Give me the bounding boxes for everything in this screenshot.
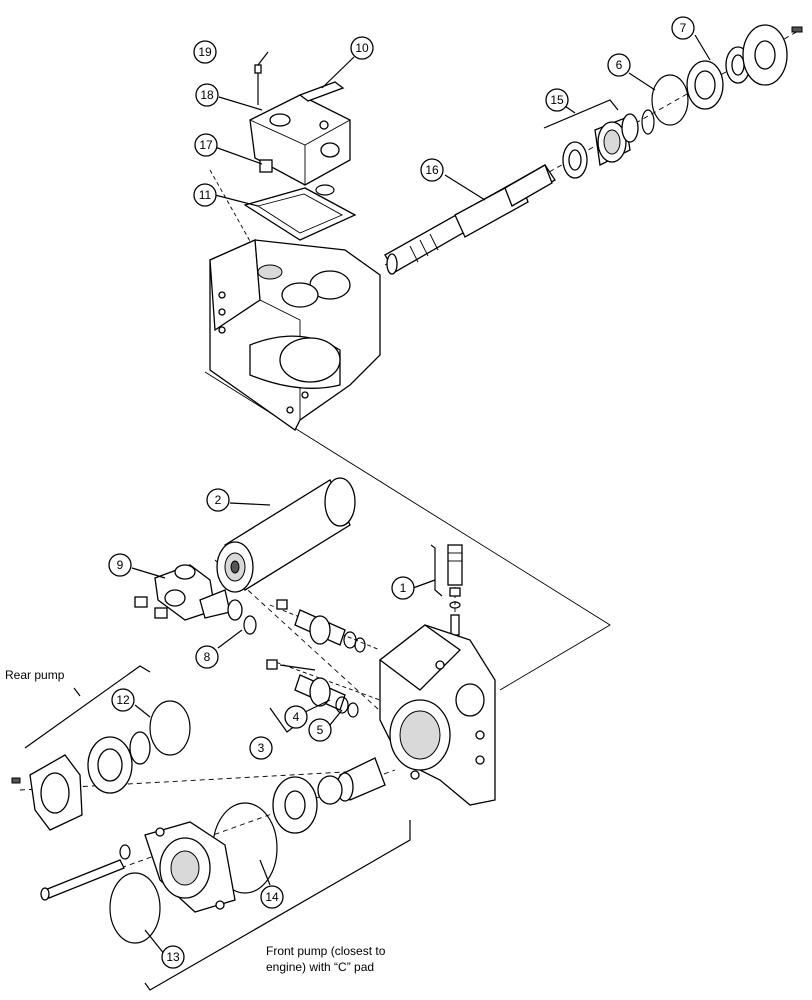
svg-text:15: 15: [550, 93, 564, 107]
front-pump-label-line1: Front pump (closest to: [266, 944, 386, 958]
svg-text:5: 5: [317, 723, 324, 737]
svg-text:16: 16: [425, 163, 439, 177]
callout-17: 17: [194, 133, 218, 157]
svg-text:4: 4: [293, 710, 300, 724]
o-ring-6: [651, 74, 689, 126]
callout-16: 16: [420, 158, 444, 182]
bearing-set-15: [562, 109, 655, 179]
spool-valve-1: [447, 544, 463, 636]
svg-text:11: 11: [199, 188, 212, 202]
callout-7: 7: [671, 16, 695, 40]
callout-14: 14: [260, 885, 284, 909]
callout-5: 5: [308, 718, 332, 742]
o-ring-13: [109, 872, 161, 944]
svg-text:17: 17: [199, 138, 213, 152]
front-pump-label-line2: engine) with “C” pad: [266, 960, 374, 974]
svg-text:7: 7: [680, 21, 687, 35]
callout-10: 10: [350, 36, 374, 60]
callout-13: 13: [161, 945, 185, 969]
shaft-seal-7: [686, 24, 803, 110]
svg-text:8: 8: [204, 650, 211, 664]
rear-pump-parts: [11, 700, 191, 831]
callout-1: 1: [391, 576, 415, 600]
leader-lines: [131, 34, 711, 956]
seal-17: [259, 159, 273, 173]
svg-text:18: 18: [200, 88, 214, 102]
relief-valve-upper: [276, 599, 366, 653]
callout-8: 8: [195, 645, 219, 669]
callout-6: 6: [607, 53, 631, 77]
rear-pump-label: Rear pump: [5, 668, 65, 682]
svg-text:2: 2: [215, 493, 222, 507]
gasket-11: [243, 187, 357, 241]
svg-text:1: 1: [400, 581, 407, 595]
top-cover-18: [249, 94, 351, 186]
svg-text:13: 13: [166, 950, 180, 964]
svg-text:14: 14: [265, 890, 279, 904]
callout-3: 3: [249, 736, 273, 760]
coupling: [317, 757, 386, 805]
callout-19: 19: [193, 40, 217, 64]
front-pump-adapter: [40, 776, 318, 944]
o-ring-12: [149, 700, 191, 756]
svg-text:3: 3: [258, 741, 265, 755]
callout-2: 2: [206, 488, 230, 512]
callout-11: 11: [193, 183, 217, 207]
filter-cartridge-2: [216, 477, 356, 593]
svg-text:9: 9: [117, 558, 124, 572]
callout-18: 18: [195, 83, 219, 107]
svg-text:10: 10: [355, 41, 369, 55]
svg-text:19: 19: [198, 45, 212, 59]
drive-shaft-16: [384, 164, 556, 275]
filter-head-9: [134, 564, 257, 635]
svg-text:6: 6: [616, 58, 623, 72]
callout-4: 4: [284, 705, 308, 729]
end-housing: [378, 624, 496, 806]
callout-9: 9: [108, 553, 132, 577]
bracket-lines: [24, 99, 619, 991]
svg-text:12: 12: [116, 693, 130, 707]
plate-10: [298, 81, 345, 102]
callout-12: 12: [111, 688, 135, 712]
relief-valve-lower: [266, 659, 359, 718]
callout-15: 15: [545, 88, 569, 112]
upper-pump-housing: [209, 239, 381, 431]
bolt-19: [254, 64, 262, 105]
